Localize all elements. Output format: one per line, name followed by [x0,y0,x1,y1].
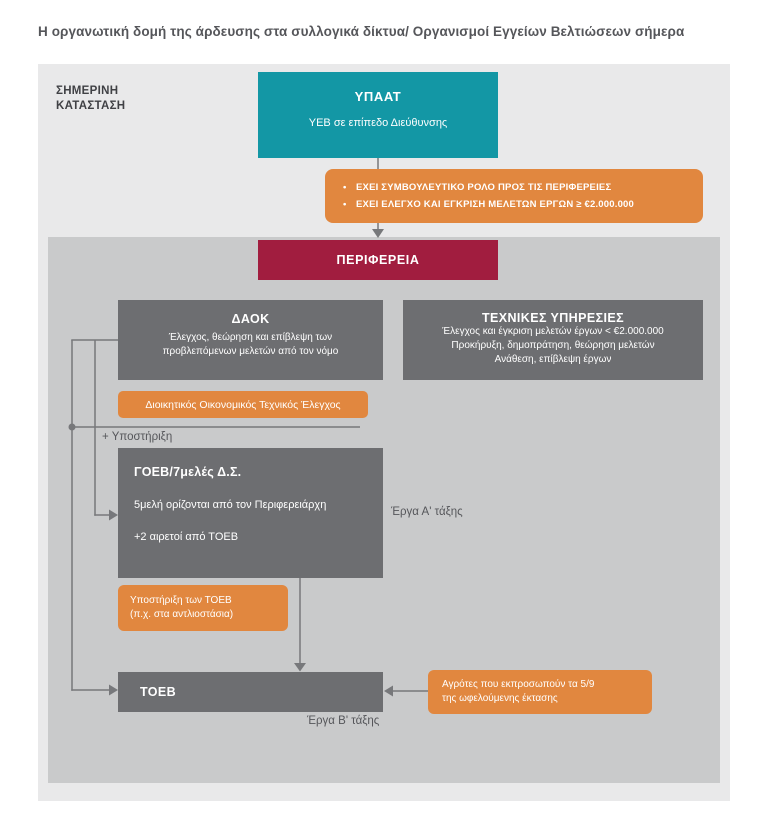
ministry-note-item: ΕΧΕΙ ΣΥΜΒΟΥΛΕΥΤΙΚΟ ΡΟΛΟ ΠΡΟΣ ΤΙΣ ΠΕΡΙΦΕΡ… [341,179,689,196]
toev-box: ΤΟΕΒ [118,672,383,712]
ypaat-box: ΥΠΑΑΤ ΥΕΒ σε επίπεδο Διεύθυνσης [258,72,498,158]
ypaat-title: ΥΠΑΑΤ [354,89,402,104]
technical-services-line: Έλεγχος και έγκριση μελετών έργων < €2.0… [442,326,664,337]
audit-tag-label: Διοικητικός Οικονομικός Τεχνικός Έλεγχος [145,398,341,411]
daok-box: ΔΑΟΚ Έλεγχος, θεώρηση και επίβλεψη των π… [118,300,383,380]
technical-services-line: Ανάθεση, επίβλεψη έργων [494,354,612,365]
ministry-note-item: ΕΧΕΙ ΕΛΕΓΧΟ ΚΑΙ ΕΓΚΡΙΣΗ ΜΕΛΕΤΩΝ ΕΡΓΩΝ ≥ … [341,196,689,213]
technical-services-box: ΤΕΧΝΙΚΕΣ ΥΠΗΡΕΣΙΕΣ Έλεγχος και έγκριση μ… [403,300,703,380]
farmers-tag-line: της ωφελούμενης έκτασης [442,693,558,704]
state-label-line2: ΚΑΤΑΣΤΑΣΗ [56,100,126,112]
perifereia-box: ΠΕΡΙΦΕΡΕΙΑ [258,240,498,280]
erga-a-label: Έργα Α' τάξης [391,506,463,518]
daok-body: Έλεγχος, θεώρηση και επίβλεψη των προβλε… [162,332,339,357]
state-label-line1: ΣΗΜΕΡΙΝΗ [56,85,119,97]
technical-services-line: Προκήρυξη, δημοπράτηση, θεώρηση μελετών [451,340,655,351]
goev-title: ΓΟΕΒ/7μελές Δ.Σ. [134,465,242,479]
support-label: + Υποστήριξη [102,431,173,443]
toev-support-line: (π.χ. στα αντλιοστάσια) [130,609,234,620]
toev-support-tag: Υποστήριξη των ΤΟΕΒ (π.χ. στα αντλιοστάσ… [118,585,288,631]
toev-title: ΤΟΕΒ [140,685,177,699]
goev-line: 5μελή ορίζονται από τον Περιφερειάρχη [134,499,327,511]
perifereia-title: ΠΕΡΙΦΕΡΕΙΑ [336,253,420,267]
audit-tag: Διοικητικός Οικονομικός Τεχνικός Έλεγχος [118,391,368,418]
page-title: Η οργανωτική δομή της άρδευσης στα συλλο… [38,24,685,39]
goev-line: +2 αιρετοί από ΤΟΕΒ [134,531,239,543]
ypaat-subtitle: ΥΕΒ σε επίπεδο Διεύθυνσης [308,117,448,129]
toev-support-line: Υποστήριξη των ΤΟΕΒ [130,595,232,606]
state-label: ΣΗΜΕΡΙΝΗ ΚΑΤΑΣΤΑΣΗ [56,84,125,114]
erga-b-label: Έργα Β' τάξης [307,715,380,727]
daok-title: ΔΑΟΚ [231,312,270,326]
technical-services-title: ΤΕΧΝΙΚΕΣ ΥΠΗΡΕΣΙΕΣ [481,311,624,325]
ministry-notes-box: ΕΧΕΙ ΣΥΜΒΟΥΛΕΥΤΙΚΟ ΡΟΛΟ ΠΡΟΣ ΤΙΣ ΠΕΡΙΦΕΡ… [325,169,703,223]
farmers-tag: Αγρότες που εκπροσωπούν τα 5/9 της ωφελο… [428,670,652,714]
goev-box: ΓΟΕΒ/7μελές Δ.Σ. 5μελή ορίζονται από τον… [118,448,383,578]
farmers-tag-line: Αγρότες που εκπροσωπούν τα 5/9 [442,679,595,690]
